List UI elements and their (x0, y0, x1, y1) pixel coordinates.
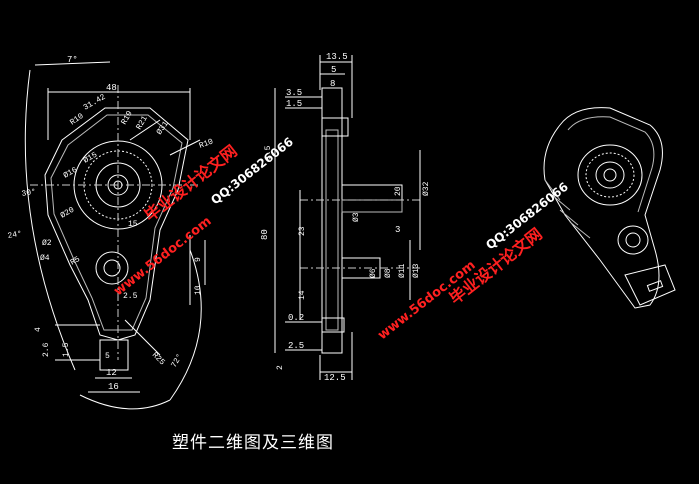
label-5: 5 (105, 352, 110, 361)
side-hub-2 (341, 199, 403, 213)
label-d6: Ø6 (369, 268, 378, 278)
iso-hub-core (603, 168, 617, 182)
radius-arc-right (169, 249, 202, 401)
iso-body-inner (567, 116, 655, 213)
leader-r25 (124, 319, 161, 356)
label-d8: Ø8 (384, 268, 393, 278)
side-bottom-boss (321, 317, 345, 333)
label-14: 14 (298, 290, 307, 300)
iso-hub-inner (595, 161, 625, 189)
label-r25: R25 (150, 351, 167, 368)
label-3: 3 (395, 225, 400, 235)
lower-circle-inner (103, 259, 121, 277)
label-12: 12 (106, 368, 117, 378)
label-15: 15 (128, 220, 138, 229)
iso-bottom-tab (624, 264, 676, 306)
radius-arc-left (24, 69, 76, 371)
label-2-6: 2.6 (42, 342, 51, 357)
label-9: 9 (194, 257, 203, 262)
label-2: 2 (276, 365, 285, 370)
label-d32: Ø32 (422, 181, 431, 196)
label-d13: Ø13 (412, 263, 421, 278)
side-top-boss (321, 117, 349, 137)
label-r19: R19 (120, 109, 135, 126)
label-d11: Ø11 (398, 263, 407, 278)
label-r5: R5 (69, 255, 82, 268)
front-outline (44, 107, 189, 341)
label-d3: Ø3 (352, 212, 361, 222)
label-4: 4 (34, 327, 43, 332)
label-d20: Ø20 (59, 206, 76, 221)
label-d15: Ø15 (82, 151, 99, 166)
label-24deg: 24° (7, 230, 23, 241)
label-30deg: 30° (21, 188, 37, 199)
dim-line-7deg (34, 61, 111, 66)
watermark-right: www.56doc.com QQ:306826066 毕业设计论文网 (375, 180, 571, 344)
watermark-left: 毕业设计论文网 QQ:306826066 www.56doc.com (111, 135, 296, 300)
iso-hub-outer (577, 144, 643, 206)
label-2-5: 2.5 (123, 292, 138, 301)
iso-body-outline (543, 107, 663, 309)
side-plate-inner (325, 129, 339, 331)
iso-lower-boss-inner (625, 232, 641, 248)
label-r10b: R10 (198, 137, 215, 150)
front-view-labels: 7° 48 31.42 R10 R19 R21 Ø31 R10 Ø15 Ø16 … (7, 55, 215, 392)
lower-circle-outer (95, 251, 129, 285)
side-view (274, 55, 421, 380)
leader-r10 (169, 139, 201, 156)
label-8: 8 (330, 79, 335, 89)
leader-d31 (129, 119, 161, 141)
label-2-5b: 2.5 (288, 341, 304, 351)
label-1-5c: 1.5 (264, 145, 273, 160)
label-r21: R21 (135, 114, 150, 131)
label-0-2: 0.2 (288, 313, 304, 323)
radius-arc-bottom (79, 394, 171, 410)
side-view-labels: 13.5 5 3.5 1.5 8 1.5 80 23 3 Ø3 Ø32 20 1… (260, 52, 431, 383)
iso-bottom-slot (646, 280, 664, 292)
front-view (24, 61, 206, 410)
label-d4: Ø4 (40, 254, 50, 263)
side-hub (341, 184, 403, 201)
label-d2: Ø2 (42, 239, 52, 248)
label-23: 23 (298, 226, 307, 236)
label-1-5b: 1.5 (286, 99, 302, 109)
label-12-5: 12.5 (324, 373, 346, 383)
label-d16: Ø16 (62, 166, 79, 181)
isometric-view (543, 107, 676, 309)
label-13-5: 13.5 (326, 52, 348, 62)
iso-lower-boss (617, 225, 649, 255)
label-80: 80 (260, 229, 270, 240)
iso-side-ribs (544, 179, 591, 239)
label-48: 48 (106, 83, 117, 93)
label-10: 10 (194, 285, 203, 295)
label-r10a: R10 (69, 112, 86, 128)
iso-hub-mid (585, 152, 635, 198)
front-inner-outline (50, 114, 183, 331)
label-1-5: 1.5 (62, 342, 71, 357)
label-7deg: 7° (67, 55, 78, 65)
label-16: 16 (108, 382, 119, 392)
bottom-notch (99, 339, 129, 371)
side-plate (321, 87, 343, 354)
label-3-5: 3.5 (286, 88, 302, 98)
label-72deg: 72° (170, 353, 185, 370)
figure-caption: 塑件二维图及三维图 (172, 433, 334, 453)
label-20: 20 (394, 186, 403, 196)
label-5b: 5 (331, 65, 336, 75)
